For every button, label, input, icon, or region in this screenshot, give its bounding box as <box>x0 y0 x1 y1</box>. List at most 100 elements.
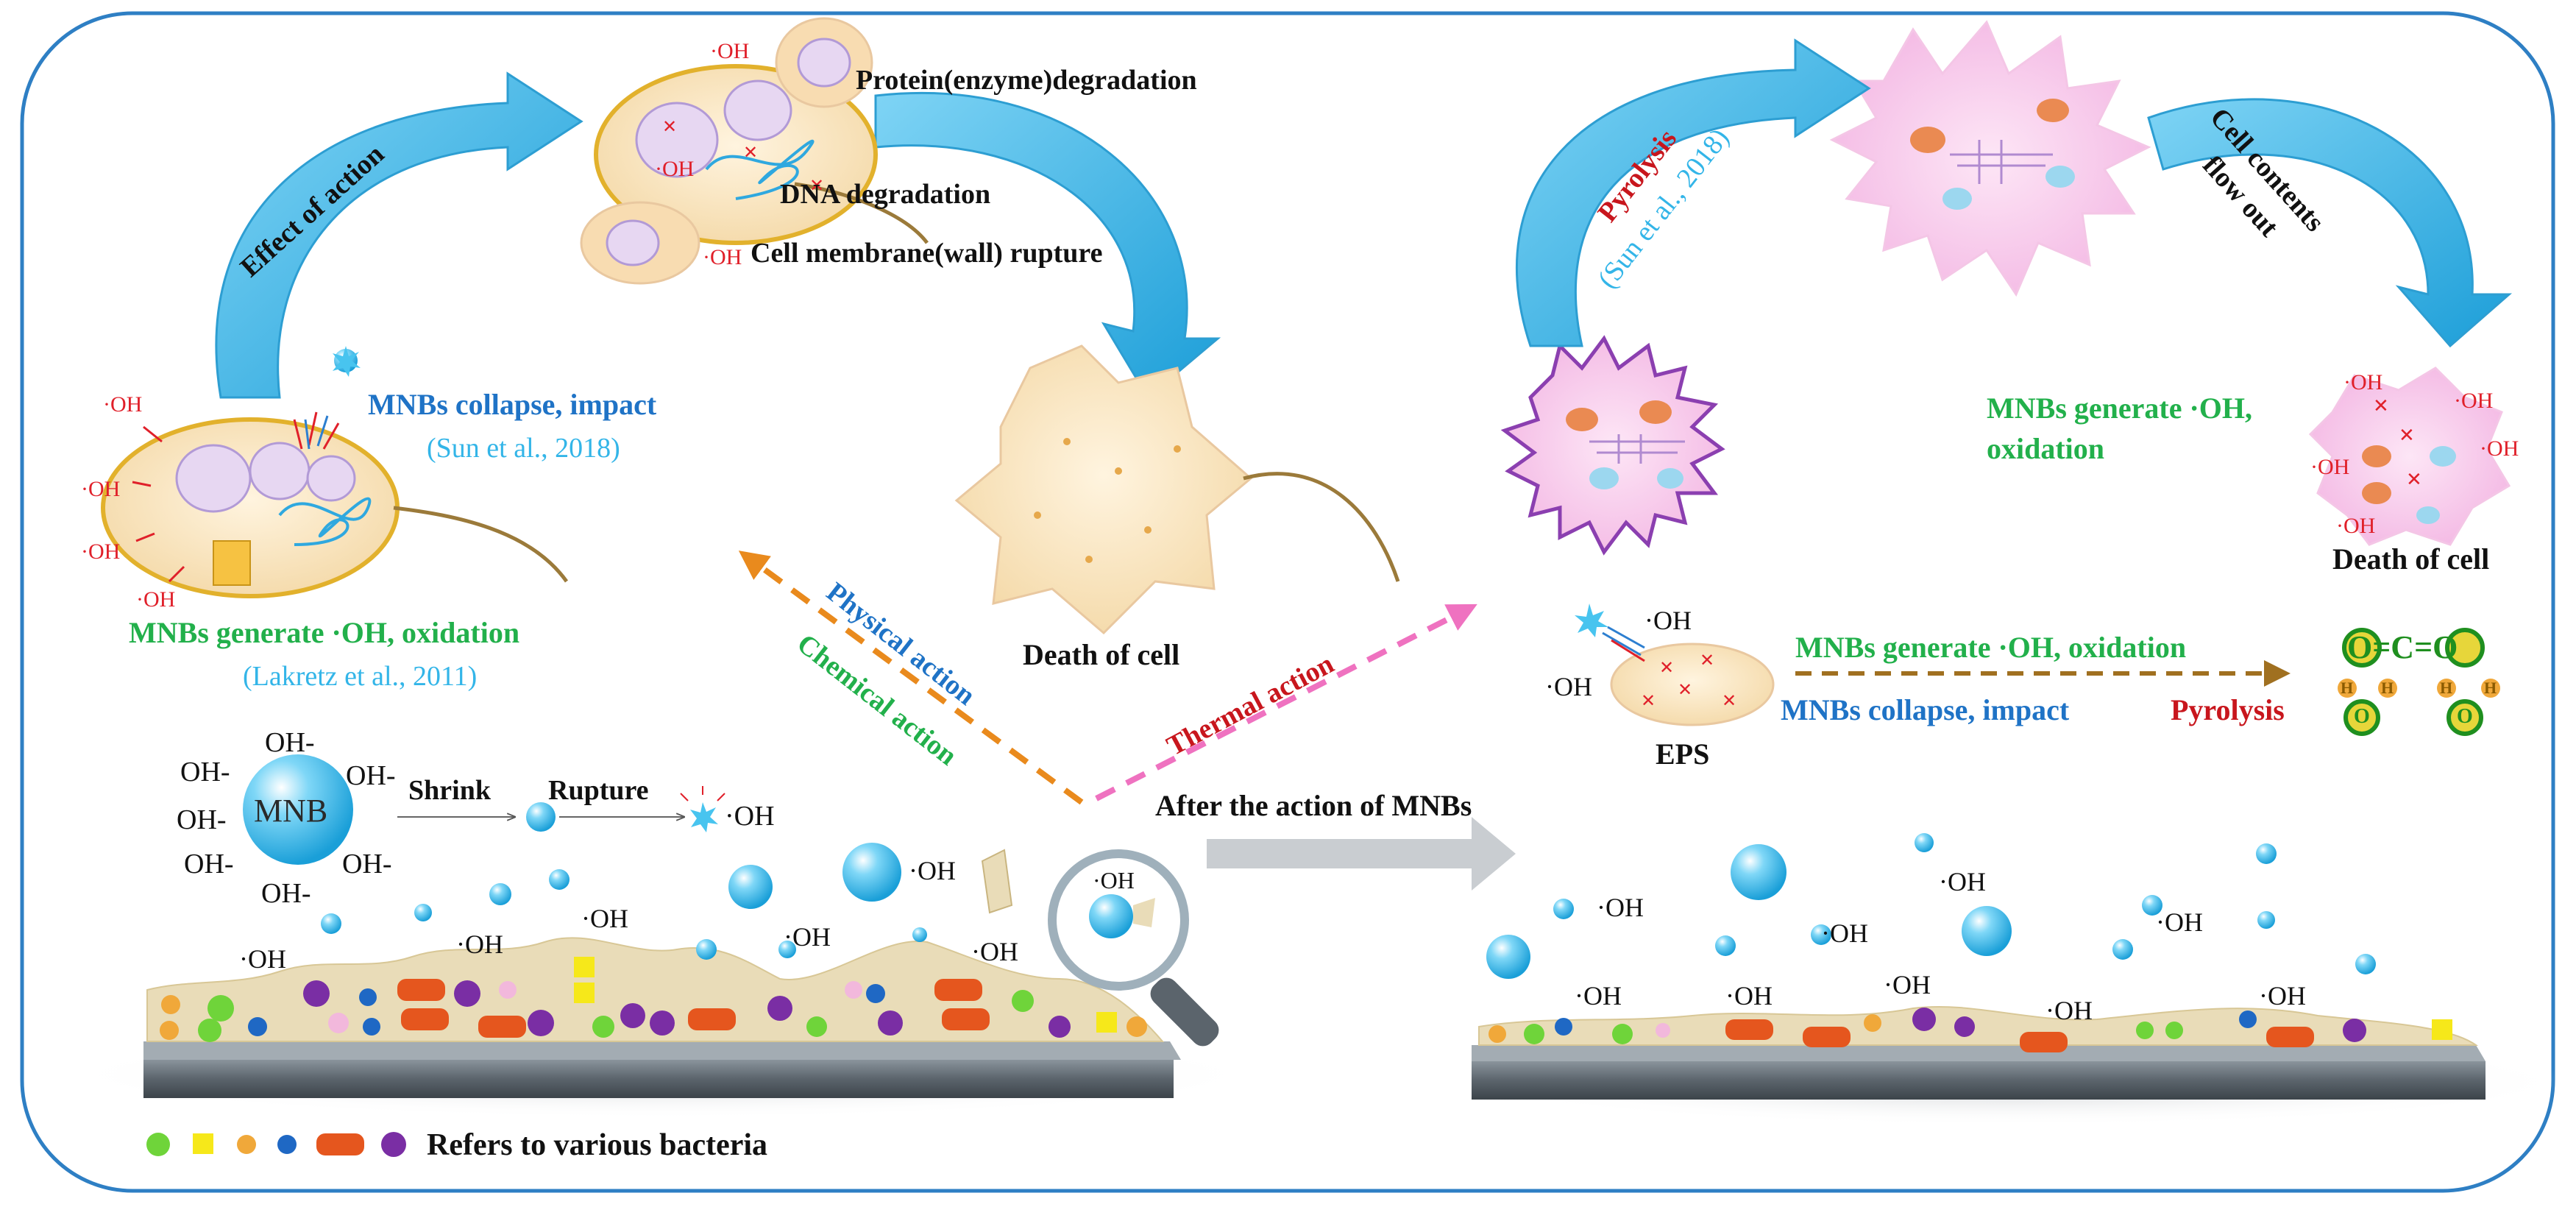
physical-chemical-arrow <box>738 551 1084 805</box>
svg-text:✕: ✕ <box>1659 659 1674 678</box>
legend-text: Refers to various bacteria <box>427 1128 768 1162</box>
degraded-cell: ✕ ✕ ✕ <box>580 17 929 285</box>
svg-text:✕: ✕ <box>1722 692 1736 711</box>
shrink-label: Shrink <box>408 775 491 806</box>
mnb-bubble <box>243 754 353 865</box>
effect-arrow <box>215 71 583 399</box>
oh-label: ·OH <box>1575 981 1622 1010</box>
live-cell <box>101 411 569 598</box>
pyrolysis-right: Pyrolysis <box>2171 693 2285 726</box>
oh-label: ·OH <box>2156 907 2203 937</box>
eps-label: EPS <box>1656 737 1710 771</box>
membrane-rupture-label: Cell membrane(wall) rupture <box>751 238 1103 269</box>
eps-blob: ✕ ✕ ✕ ✕ ✕ <box>1610 643 1775 726</box>
svg-text:✕: ✕ <box>1641 692 1656 711</box>
svg-text:✕: ✕ <box>662 118 677 137</box>
mnbs-generate-right-1: MNBs generate ·OH, <box>1987 392 2253 425</box>
oh-label: ·OH <box>2310 455 2350 479</box>
svg-text:✕: ✕ <box>2399 425 2415 446</box>
oh-label: ·OH <box>239 944 286 974</box>
mnbs-generate-label: MNBs generate ·OH, oxidation <box>129 616 520 649</box>
oh-label: ·OH <box>136 587 176 612</box>
mnbs-collapse-right: MNBs collapse, impact <box>1781 693 2070 726</box>
death-of-cell-left: Death of cell <box>1023 638 1180 671</box>
h-label: H <box>2381 679 2394 697</box>
o-label: O <box>2354 705 2370 728</box>
outer-border <box>20 11 2555 1193</box>
pink-dead-cell: ✕ ✕ ✕ <box>2308 367 2511 546</box>
mnb-label: MNB <box>254 793 328 829</box>
dead-cell <box>954 344 1400 635</box>
left-biofilm <box>146 937 1165 1042</box>
mnbs-collapse-label: MNBs collapse, impact <box>368 388 657 421</box>
oh-label: ·OH <box>971 937 1018 966</box>
oh-minus: OH- <box>177 804 227 835</box>
co2-label: O=C=O <box>2347 629 2458 665</box>
oh-label: ·OH <box>2045 996 2093 1025</box>
h-label: H <box>2341 679 2354 697</box>
h-label: H <box>2484 679 2497 697</box>
oh-label: ·OH <box>1725 981 1773 1010</box>
pyrolysis-arrow <box>1515 38 1871 347</box>
oh-label: ·OH <box>581 904 628 933</box>
oh-label: ·OH <box>703 245 742 269</box>
oh-label: ·OH <box>2336 514 2376 538</box>
oh-label: ·OH <box>784 922 831 952</box>
right-substrate <box>1472 1045 2485 1100</box>
h-label: H <box>2440 679 2453 697</box>
left-substrate <box>143 1041 1181 1098</box>
oh-label: ·OH <box>81 539 121 564</box>
thermal-arrow <box>1095 604 1477 801</box>
mnbs-generate-right-2: oxidation <box>1987 432 2105 465</box>
oh-minus: OH- <box>346 760 396 791</box>
oh-label: ·OH <box>909 856 956 885</box>
rupture-label: Rupture <box>548 775 649 806</box>
svg-text:✕: ✕ <box>809 177 824 196</box>
oh-label: ·OH <box>2343 370 2383 394</box>
oh-label: ·OH <box>2454 389 2494 413</box>
lakretz-citation: (Lakretz et al., 2011) <box>243 661 478 692</box>
after-action-arrow <box>1207 817 1516 891</box>
svg-text:✕: ✕ <box>1700 651 1714 670</box>
oh-minus: OH- <box>184 849 234 879</box>
sun-citation-left: (Sun et al., 2018) <box>427 433 620 464</box>
oh-label: ·OH <box>1644 606 1692 635</box>
dna-degradation-label: DNA degradation <box>780 179 991 210</box>
oh-label: ·OH <box>456 930 503 959</box>
rupture-burst-icon <box>690 802 718 832</box>
contents-arrow <box>2147 98 2512 348</box>
protein-degradation-label: Protein(enzyme)degradation <box>856 65 1197 96</box>
after-action-label: After the action of MNBs <box>1155 789 1472 822</box>
left-bubbles <box>321 843 927 960</box>
magnifier-icon <box>1048 849 1219 1047</box>
pink-spiky-cell <box>1829 20 2151 297</box>
svg-text:✕: ✕ <box>1678 681 1692 700</box>
oh-label: ·OH <box>1884 970 1931 999</box>
oh-label: ·OH <box>2480 436 2519 461</box>
oh-minus: OH- <box>180 757 230 787</box>
o-label: O <box>2457 705 2473 728</box>
svg-text:✕: ✕ <box>743 144 758 163</box>
oh-label: ·OH <box>655 157 695 181</box>
oh-label: ·OH <box>2259 981 2306 1010</box>
oh-minus: OH- <box>261 878 311 909</box>
oh-label: ·OH <box>103 392 143 417</box>
death-arrow <box>874 91 1221 400</box>
oh-label: ·OH <box>1545 672 1592 701</box>
oh-minus: OH- <box>342 849 392 879</box>
oh-label: ·OH <box>710 39 750 63</box>
oh-minus: OH- <box>265 727 315 758</box>
right-bacteria <box>1489 1008 2452 1052</box>
burst-icon <box>333 346 361 377</box>
oh-label: ·OH <box>1939 867 1986 896</box>
oh-label: ·OH <box>1821 918 1868 948</box>
oh-label: ·OH <box>1597 893 1644 922</box>
oh-label: ·OH <box>81 477 121 501</box>
mnbs-generate-oxidation-right: MNBs generate ·OH, oxidation <box>1795 631 2187 664</box>
legend-icons <box>146 1132 406 1157</box>
left-bacteria <box>160 957 1147 1042</box>
right-bubbles <box>1486 833 2376 979</box>
svg-text:✕: ✕ <box>2373 395 2389 417</box>
cell-fragment <box>981 849 1013 914</box>
